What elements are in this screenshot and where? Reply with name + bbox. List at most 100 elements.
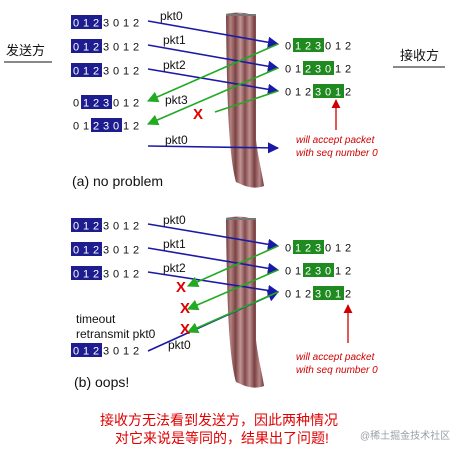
seq-number: 1 (123, 121, 129, 133)
caption-b: (b) oops! (74, 374, 129, 390)
seq-number: 2 (345, 41, 351, 53)
x-mark-b-1: X (176, 279, 186, 296)
seq-number: 3 (103, 245, 109, 257)
seq-number: 0 (325, 64, 331, 76)
seq-number: 1 (295, 87, 301, 99)
label-b-pkt1: pkt1 (163, 237, 186, 251)
ack-a-0 (146, 43, 279, 103)
seq-number: 1 (123, 98, 129, 110)
seq-number: 2 (93, 221, 99, 233)
seq-number: 2 (93, 245, 99, 257)
seq-number: 1 (83, 269, 89, 281)
seq-number: 1 (295, 41, 301, 53)
seq-number: 3 (103, 98, 109, 110)
window-highlight (293, 240, 324, 254)
seq-number: 1 (123, 245, 129, 257)
accept-b-line1: will accept packet (296, 352, 376, 363)
window-highlight (313, 286, 344, 300)
ack-b-0-lost (186, 245, 279, 288)
arrow-b-pkt1 (147, 247, 280, 274)
arrow-b-pkt0 (147, 223, 280, 250)
seq-number: 1 (123, 346, 129, 358)
seq-number: 3 (103, 221, 109, 233)
seq-number: 3 (315, 41, 321, 53)
seq-number: 1 (83, 98, 89, 110)
arrow-a-pkt0-second (147, 142, 280, 154)
seq-number: 2 (133, 245, 139, 257)
seq-number: 0 (285, 87, 291, 99)
seq-number: 0 (73, 121, 79, 133)
seq-number: 0 (113, 269, 119, 281)
seq-number: 2 (93, 42, 99, 54)
window-highlight (71, 63, 102, 77)
ack-b-2-lost (186, 291, 279, 334)
x-mark-b-3: X (180, 321, 190, 338)
seq-number: 0 (73, 221, 79, 233)
arrow-b-pkt2 (147, 271, 280, 297)
arrow-a-pkt0 (147, 20, 280, 48)
seq-number: 2 (133, 98, 139, 110)
seq-number: 0 (285, 289, 291, 301)
window-highlight (303, 263, 334, 277)
watermark: @稀土掘金技术社区 (360, 431, 451, 442)
seq-number: 0 (113, 245, 119, 257)
seq-number: 3 (315, 87, 321, 99)
seq-number: 2 (133, 346, 139, 358)
seq-number: 0 (325, 243, 331, 255)
label-b-pkt2: pkt2 (163, 261, 186, 275)
seq-number: 1 (335, 41, 341, 53)
seq-number: 2 (345, 87, 351, 99)
seq-number: 2 (345, 289, 351, 301)
window-highlight (81, 95, 112, 109)
seq-number: 1 (83, 245, 89, 257)
label-a-pkt0: pkt0 (160, 9, 183, 23)
window-highlight (71, 242, 102, 256)
curtain-a (226, 12, 264, 188)
seq-number: 1 (335, 289, 341, 301)
seq-number: 1 (335, 266, 341, 278)
window-highlight (71, 343, 102, 357)
seq-number: 3 (103, 346, 109, 358)
receiver-label: 接收方 (400, 48, 439, 63)
caption-a: (a) no problem (72, 173, 163, 189)
seq-number: 0 (113, 346, 119, 358)
seq-number: 3 (103, 42, 109, 54)
seq-number: 2 (133, 269, 139, 281)
seq-number: 1 (83, 121, 89, 133)
seq-number: 2 (305, 41, 311, 53)
curtain-b (226, 216, 264, 388)
window-highlight (71, 39, 102, 53)
seq-number: 2 (93, 18, 99, 30)
seq-number: 0 (285, 64, 291, 76)
window-highlight (71, 266, 102, 280)
seq-number: 0 (113, 98, 119, 110)
label-b-pkt0-retransmit: pkt0 (168, 338, 191, 352)
seq-number: 2 (133, 221, 139, 233)
seq-number: 1 (123, 18, 129, 30)
seq-number: 1 (335, 64, 341, 76)
seq-number: 2 (133, 18, 139, 30)
seq-number: 1 (123, 66, 129, 78)
x-mark-b-2: X (180, 300, 190, 317)
seq-number: 0 (73, 66, 79, 78)
seq-number: 0 (285, 41, 291, 53)
window-highlight (71, 15, 102, 29)
label-a-pkt3: pkt3 (165, 93, 188, 107)
seq-number: 1 (335, 87, 341, 99)
seq-number: 3 (103, 18, 109, 30)
seq-number: 0 (285, 266, 291, 278)
seq-number: 0 (73, 346, 79, 358)
seq-number: 1 (295, 289, 301, 301)
retransmit-label: retransmit pkt0 (76, 327, 156, 341)
x-mark-a: X (193, 106, 203, 123)
